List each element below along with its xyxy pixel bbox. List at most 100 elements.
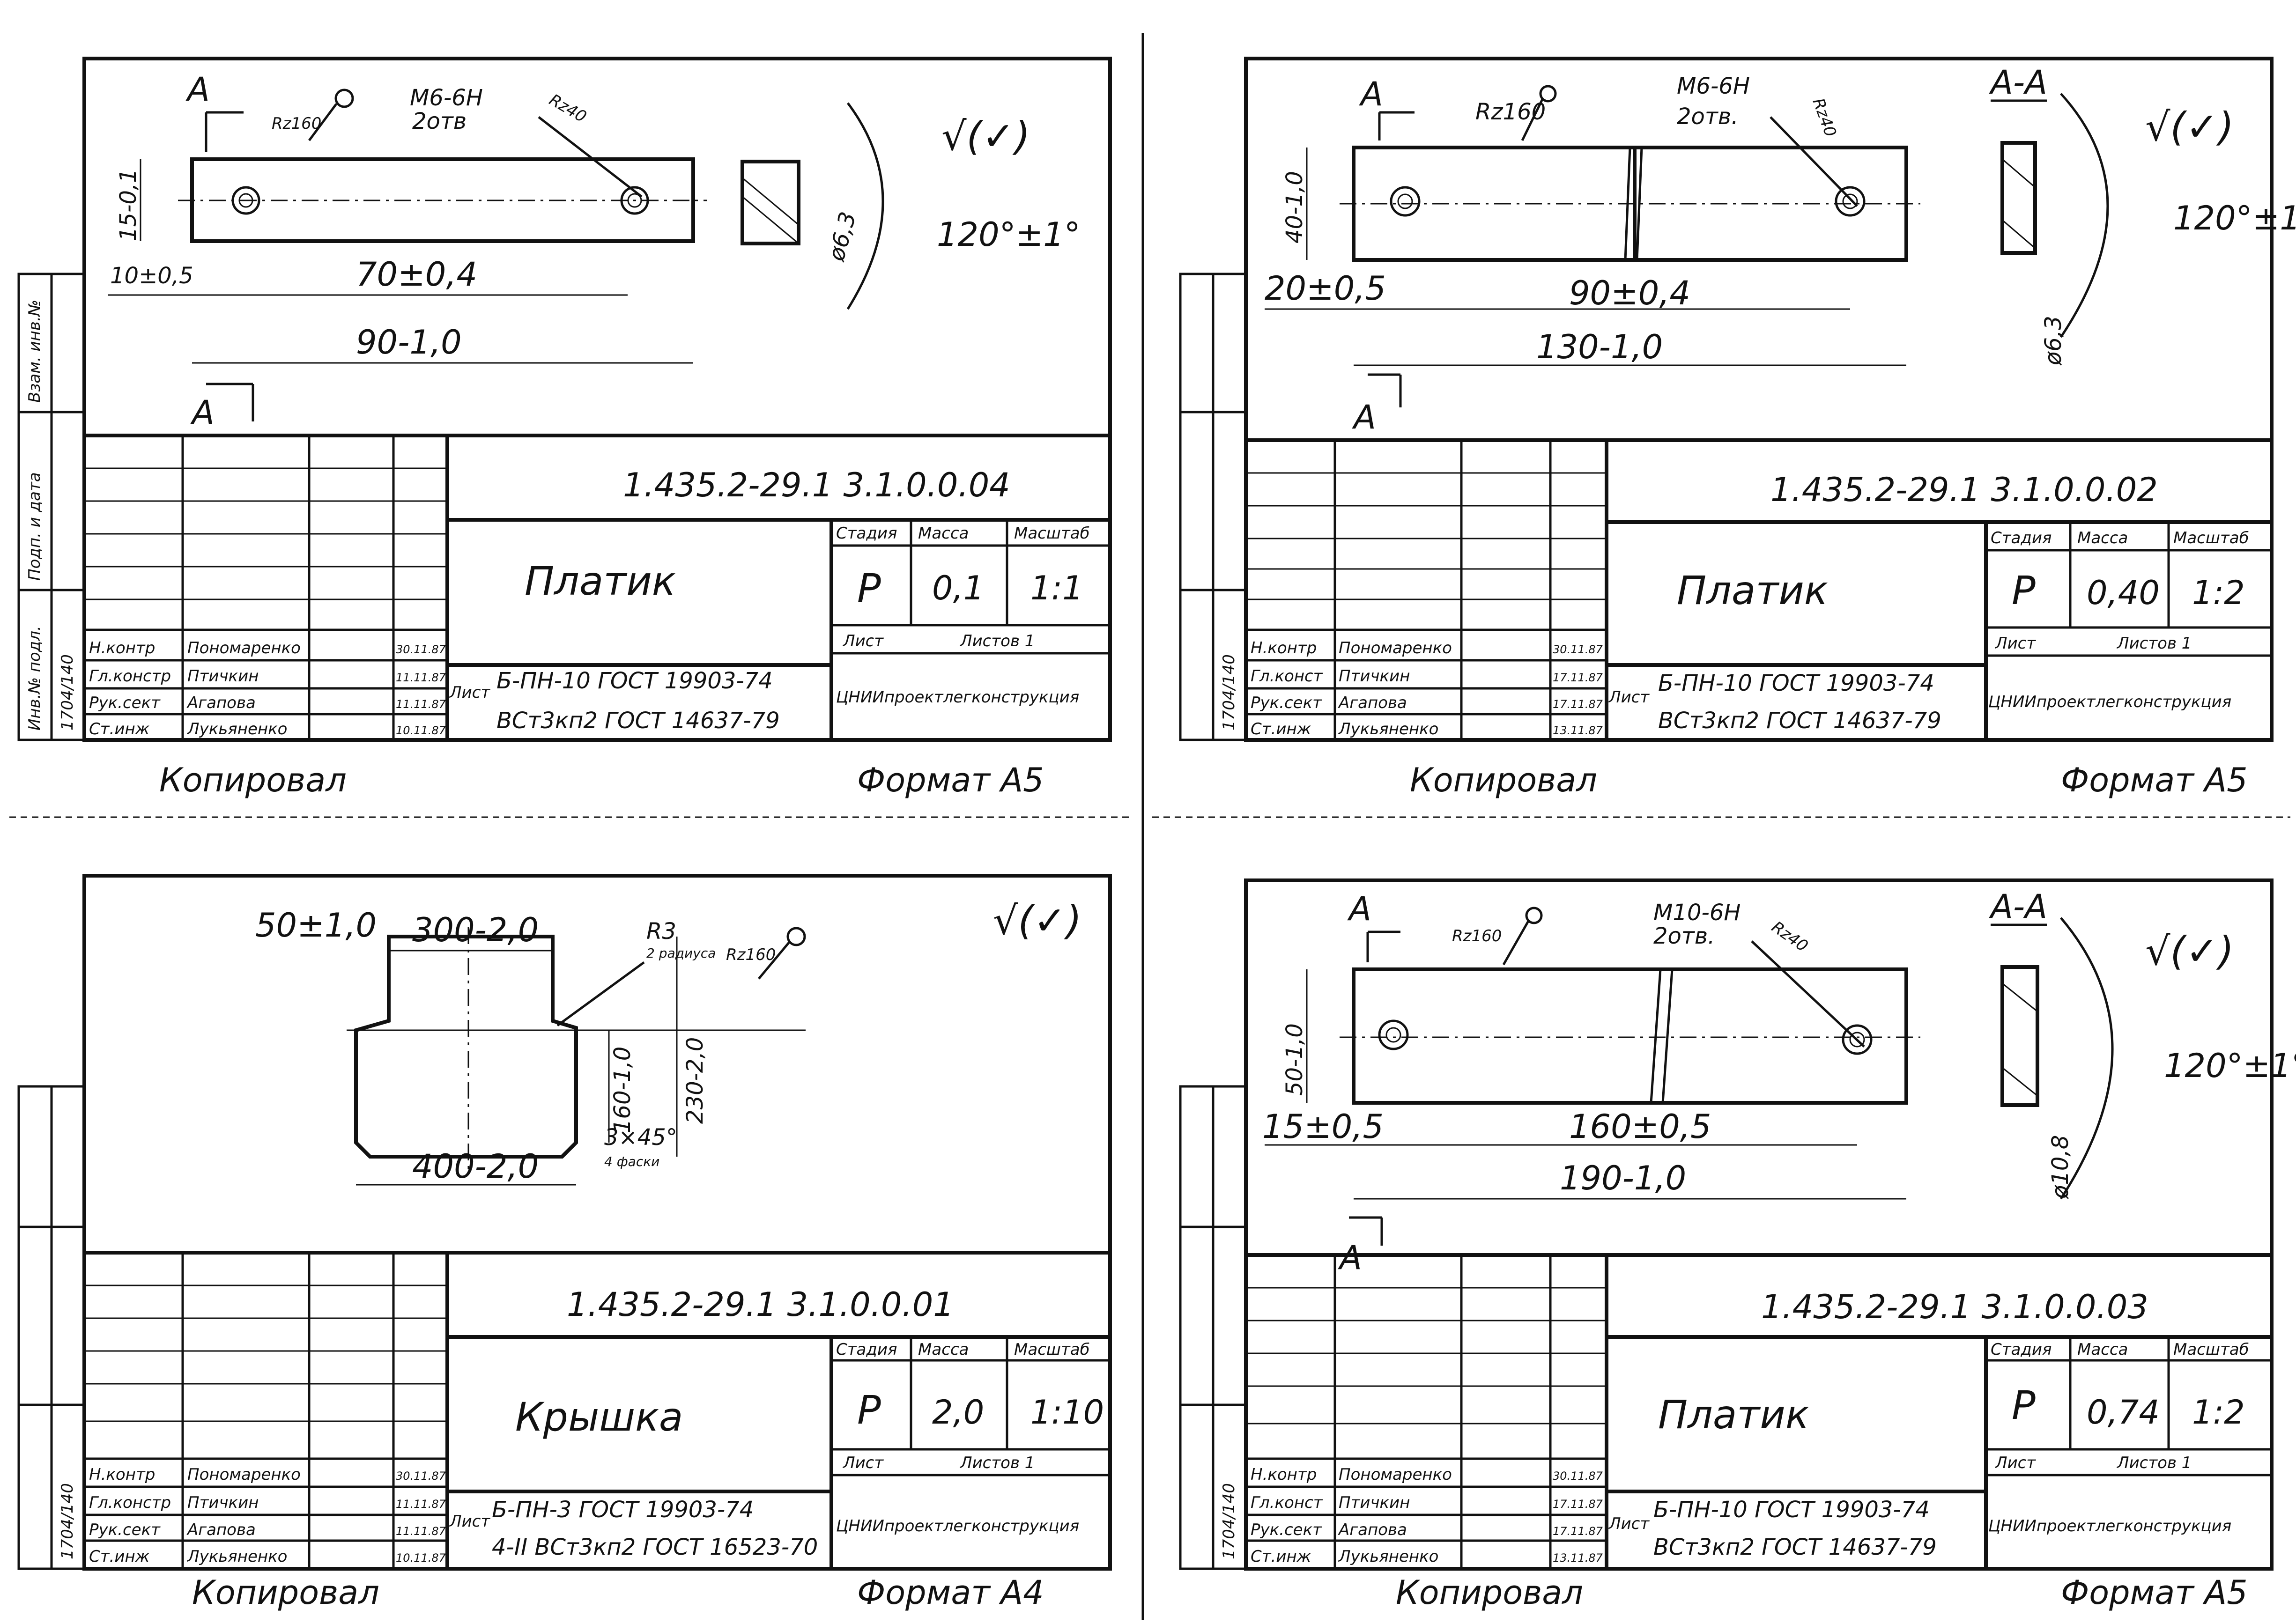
sheet-1-rz160: Rz160 [272,114,321,133]
sheet-4-side-strip: 1704/140 [1179,1085,1247,1570]
sheet-4-dim-edge: 15±0,5 [1262,1107,1384,1146]
sheet-2-dim-pitch: 90±0,4 [1569,274,1690,312]
sheet-4-part-view: А А Rz160 М10-6Н 2отв. Rz40 50-1,0 15±0,… [1262,890,1920,1277]
sheet-4-hole-right [1842,1024,1873,1055]
sheet-3-frame [82,874,1112,1571]
sheet-1-material-2: ВСт3кп2 ГОСТ 14637-79 [496,708,780,734]
sheet-4-person-0: Пономаренко [1339,1465,1452,1484]
sheet-4-material-1: Б-ПН-10 ГОСТ 19903-74 [1653,1497,1930,1523]
sheet-4-holes: 2отв. [1653,923,1715,949]
sheet-3-date-1: 11.11.87 [396,1498,446,1511]
sheet-3-chamfer-note: 4 фаски [604,1154,659,1169]
sheet-4-section-top: А [1347,890,1371,928]
sheet-2-hole-left [1390,186,1421,217]
sheet-1-date-1: 11.11.87 [396,671,446,684]
sheet-4-thread: М10-6Н [1653,900,1741,926]
sheet-4-chamfer: 120°±1° [2164,1047,2296,1085]
sheet-1-title-block: 1.435.2-29.1 3.1.0.0.04 Платик Стадия Ма… [84,434,1110,740]
sheet-2-thread: М6-6Н [1677,73,1750,99]
sheet-3-chamfer: 3×45° [604,1124,677,1151]
sheet-4-date-3: 13.11.87 [1553,1551,1603,1565]
sheet-2-person-3: Лукьяненко [1338,720,1438,738]
sheet-1-person-2: Агапова [186,694,256,712]
sheet-2-dim-length: 130-1,0 [1536,328,1663,366]
sheet-4-code: 1.435.2-29.1 3.1.0.0.03 [1761,1288,2148,1326]
sheet-3-dim-top: 300-2,0 [412,911,539,949]
sheet-1-role-0: Н.контр [89,639,155,657]
sheet-1-side-inv: 1704/140 [58,654,77,731]
sheet-3-title-block: 1.435.2-29.1 3.1.0.0.01 Крышка Стадия Ма… [84,1251,1110,1569]
sheet-4-role-3: Ст.инж [1251,1547,1311,1566]
sheet-2-person-0: Пономаренко [1339,639,1452,657]
sheet-1-rz40: Rz40 [546,90,590,126]
sheet-2-holes: 2отв. [1677,103,1738,130]
sheet-3-code: 1.435.2-29.1 3.1.0.0.01 [567,1285,954,1324]
sheet-2-hole-right [1835,186,1866,217]
sheet-2-code: 1.435.2-29.1 3.1.0.0.02 [1770,471,2158,509]
sheet-4-col-stage: Стадия [1991,1340,2052,1359]
sheet-4-copied: Копировал [1396,1573,1583,1612]
sheet-4-format: Формат А5 [2061,1573,2248,1612]
sheet-2-name: Платик [1677,568,1828,613]
sheet-1-role-1: Гл.констр [89,667,171,686]
sheet-3-side-strip: 1704/140 [17,1085,86,1570]
sheet-3-role-3: Ст.инж [89,1547,150,1566]
sheet-2-col-scale: Масштаб [2173,529,2249,547]
sheet-2-title-block: 1.435.2-29.1 3.1.0.0.02 Платик Стадия Ма… [1246,438,2272,740]
sheet-3-small-h: 160-1,0 [609,1047,636,1133]
sheet-2-date-3: 13.11.87 [1553,724,1603,737]
sheet-1-section-view: ø6,3 120°±1° √(✓) [741,102,1081,310]
sheet-1-hole-right [620,186,649,215]
sheet-2-section-top: А [1359,75,1383,113]
sheet-2-role-0: Н.контр [1251,639,1317,657]
sheet-1-col-mass: Масса [918,524,969,543]
sheet-3-org: ЦНИИпроектлегконструкция [836,1517,1079,1535]
sheet-2-date-2: 17.11.87 [1553,698,1603,711]
sheet-1-section-bottom: A [190,393,215,432]
sheet-4-col-scale: Масштаб [2173,1340,2249,1359]
sheet-3-copied: Копировал [192,1573,379,1612]
sheet-1-date-3: 10.11.87 [396,724,446,737]
sheet-4-mass: 0,74 [2087,1393,2160,1432]
sheet-3-role-2: Рук.сект [89,1521,161,1539]
sheet-1-col-stage: Стадия [836,524,897,543]
sheet-1-format: Формат А5 [857,761,1044,799]
sheet-2-col-mass: Масса [2077,529,2128,547]
sheet-4-roughness: √(✓) [2145,928,2234,974]
sheet-4-stage: Р [2012,1382,2036,1428]
sheet-3-dim-left: 50±1,0 [255,906,377,945]
sheet-4-person-3: Лукьяненко [1338,1547,1438,1566]
sheet-1-person-1: Птичкин [187,667,259,686]
sheet-1-side-label-inv: Инв.№ подл. [25,626,44,731]
sheet-3: 1704/140 50±1,0 300-2,0 R3 2 радиуса Rz1… [17,874,1112,1612]
sheet-3-role-0: Н.контр [89,1465,155,1484]
sheet-4-hole-dia: ø10,8 [2047,1135,2074,1199]
sheet-3-format: Формат А4 [857,1573,1044,1612]
sheet-3-material-2: 4-II ВСт3кп2 ГОСТ 16523-70 [492,1534,818,1560]
sheet-4-sheets-label: Листов 1 [2116,1454,2192,1472]
sheet-3-sheets-label: Листов 1 [959,1454,1035,1472]
sheet-2-org: ЦНИИпроектлегконструкция [1988,693,2231,711]
sheet-1-hole-dia: ø6,3 [823,209,861,265]
sheet-3-part-view: 50±1,0 300-2,0 R3 2 радиуса Rz160 160-1,… [255,898,1081,1186]
sheet-1-side-label-replace: Взам. инв.№ [25,300,44,403]
sheet-2-col-stage: Стадия [1991,529,2052,547]
sheet-2-sheets-label: Листов 1 [2116,634,2192,653]
sheet-1-part-view: A A Rz160 M6-6H 2отв Rz40 15-0,1 10±0,5 … [108,70,707,432]
sheet-3-person-2: Агапова [186,1521,256,1539]
sheet-2-copied: Копировал [1410,761,1597,799]
sheet-2-role-3: Ст.инж [1251,720,1311,738]
sheet-4-sheet-label: Лист [1994,1454,2036,1472]
sheet-2-format: Формат А5 [2061,761,2248,799]
sheet-1-person-0: Пономаренко [187,639,301,657]
sheet-3-material-1: Б-ПН-3 ГОСТ 19903-74 [492,1497,754,1523]
sheet-2-view-label: А-А [1989,63,2047,102]
sheet-2-role-1: Гл.конст [1251,667,1323,686]
sheet-3-rz160: Rz160 [726,945,776,964]
sheet-4-section-bottom: А [1338,1239,1362,1277]
sheet-2: 1704/140 А А Rz160 М6-6Н 2отв. Rz40 [1179,57,2296,799]
sheet-4: 1704/140 А А Rz160 М10-6Н 2отв. Rz40 [1179,878,2296,1612]
sheet-2-scale: 1:2 [2192,574,2245,612]
sheet-1-date-2: 11.11.87 [396,698,446,711]
